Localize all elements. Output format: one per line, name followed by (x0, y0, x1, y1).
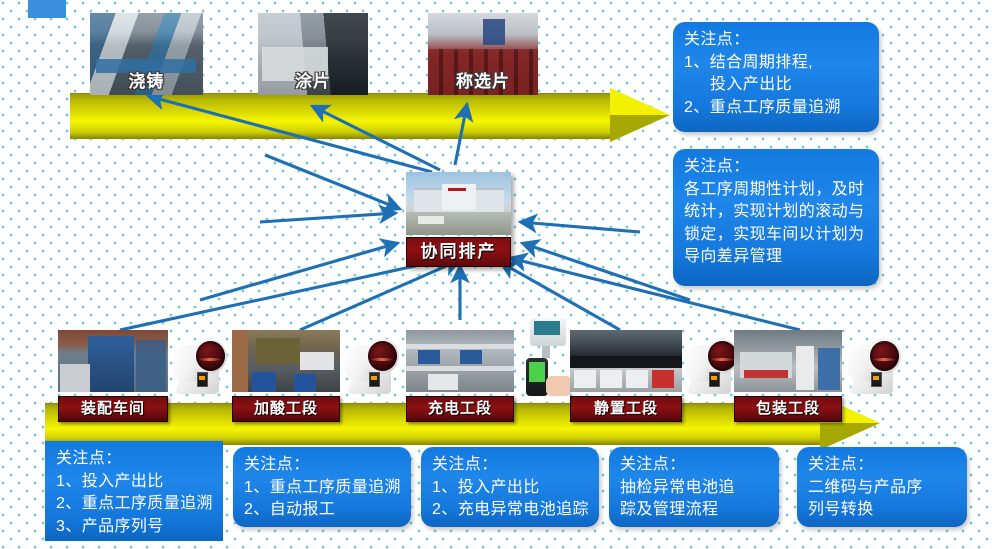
station-image-0 (58, 330, 168, 392)
note-bottom-4: 关注点： 二维码与产品序 列号转换 (797, 447, 967, 527)
note-title: 关注点： (244, 456, 310, 473)
station-2[interactable]: 充电工段 (406, 330, 514, 422)
process-photo-label-1: 涂片 (295, 72, 331, 91)
note-line: 2、自动报工 (244, 501, 336, 518)
note-line: 踪及管理流程 (620, 501, 719, 518)
note-line: 统计，实现计划的滚动与 (684, 203, 865, 220)
station-label-2: 充电工段 (406, 396, 514, 422)
note-line: 列号转换 (808, 501, 874, 518)
center-node-image (406, 172, 511, 235)
note-title: 关注点： (808, 456, 874, 473)
note-title: 关注点： (684, 31, 750, 48)
station-label-1: 加酸工段 (232, 396, 340, 422)
note-bottom-3: 关注点： 抽检异常电池追 踪及管理流程 (609, 447, 779, 527)
note-line: 3、产品序列号 (56, 517, 164, 535)
station-image-4 (734, 330, 842, 392)
note-bottom-0: 关注点： 1、投入产出比 2、重点工序质量追溯 3、产品序列号 (45, 441, 223, 541)
process-photo-2: 称选片 (428, 13, 538, 95)
barcode-scanner-icon-2 (684, 336, 740, 394)
station-3[interactable]: 静置工段 (570, 330, 682, 422)
note-title: 关注点： (620, 456, 686, 473)
note-line: 1、结合周期排程, (684, 53, 813, 71)
station-image-2 (406, 330, 514, 392)
note-line: 2、充电异常电池追踪 (432, 501, 589, 518)
process-photo-1: 涂片 (258, 13, 368, 95)
process-photo-0: 浇铸 (90, 13, 203, 95)
note-line: 锁定，实现车间以计划为 (684, 225, 865, 243)
note-line: 2、重点工序质量追溯 (684, 98, 841, 116)
center-node[interactable]: 协同排产 (406, 172, 511, 267)
barcode-scanner-icon-1 (344, 336, 400, 394)
process-photo-label-0: 浇铸 (128, 72, 165, 91)
corner-folder-mark (28, 0, 66, 18)
barcode-scanner-icon-0 (172, 336, 228, 394)
process-photo-label-2: 称选片 (456, 72, 510, 91)
note-line: 二维码与产品序 (808, 478, 923, 496)
note-line: 1、投入产出比 (56, 472, 164, 490)
note-line: 导向差异管理 (684, 248, 783, 265)
note-title: 关注点： (684, 158, 750, 175)
station-0[interactable]: 装配车间 (58, 330, 168, 422)
station-image-1 (232, 330, 340, 392)
station-label-3: 静置工段 (570, 396, 682, 422)
handheld-terminal-icon (516, 318, 574, 396)
note-right-0: 关注点： 1、结合周期排程, 投入产出比 2、重点工序质量追溯 (673, 22, 879, 132)
note-bottom-2: 关注点： 1、投入产出比 2、充电异常电池追踪 (421, 447, 599, 527)
barcode-scanner-icon-3 (846, 336, 902, 394)
note-line: 抽检异常电池追 (620, 478, 735, 496)
note-line: 各工序周期性计划，及时 (684, 180, 865, 198)
center-node-label: 协同排产 (406, 237, 511, 267)
note-title: 关注点： (56, 450, 122, 467)
station-label-0: 装配车间 (58, 396, 168, 422)
station-1[interactable]: 加酸工段 (232, 330, 340, 422)
note-bottom-1: 关注点： 1、重点工序质量追溯 2、自动报工 (233, 447, 411, 527)
note-line: 1、投入产出比 (432, 478, 540, 496)
station-image-3 (570, 330, 682, 392)
note-line: 1、重点工序质量追溯 (244, 478, 401, 496)
note-title: 关注点： (432, 456, 498, 473)
station-4[interactable]: 包装工段 (734, 330, 842, 422)
note-right-1: 关注点： 各工序周期性计划，及时 统计，实现计划的滚动与 锁定，实现车间以计划为… (673, 149, 879, 286)
note-line: 2、重点工序质量追溯 (56, 495, 213, 512)
note-line: 投入产出比 (710, 76, 793, 93)
station-label-4: 包装工段 (734, 396, 842, 422)
